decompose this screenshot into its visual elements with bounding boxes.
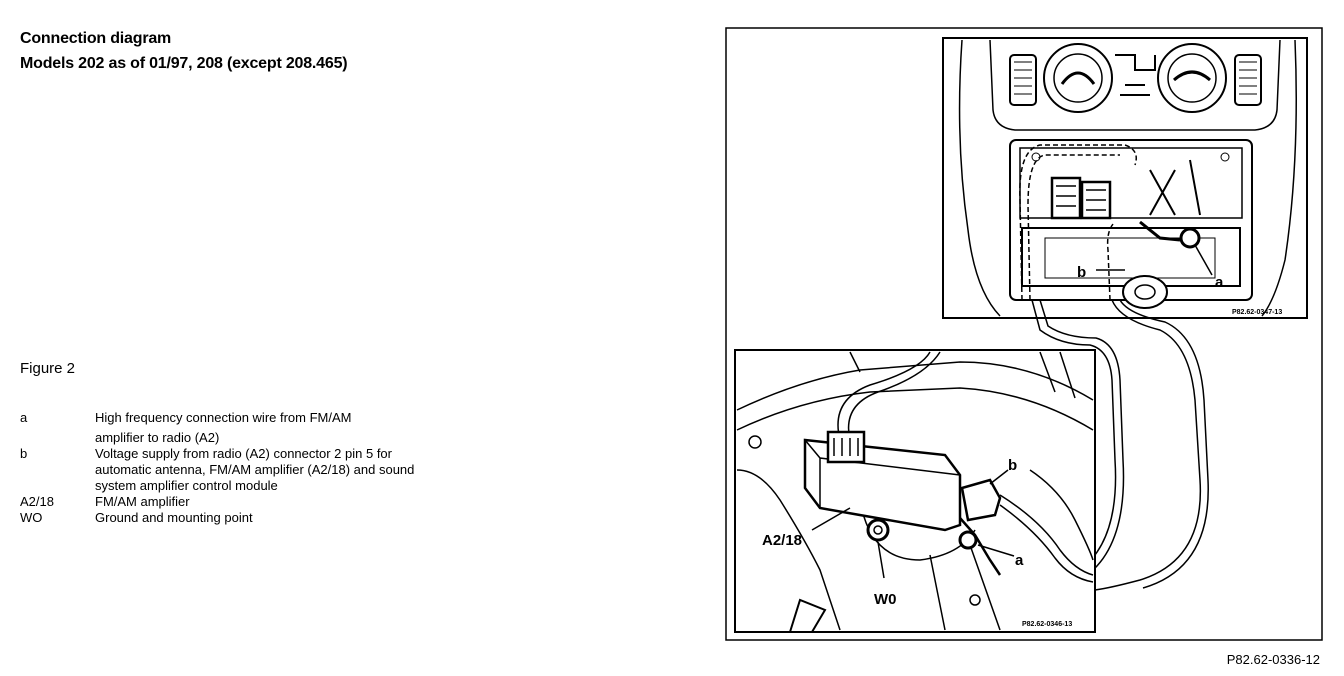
legend-line: automatic antenna, FM/AM amplifier (A2/1…: [95, 462, 415, 477]
legend-line: amplifier to radio (A2): [95, 430, 220, 445]
bottom-label-a: a: [1015, 552, 1024, 569]
label-a2-18: A2/18: [762, 532, 802, 549]
legend-line: system amplifier control module: [95, 478, 278, 493]
legend-key: WO: [20, 510, 43, 525]
legend-item-wo: WO Ground and mounting point: [20, 510, 475, 526]
legend-item-b: b Voltage supply from radio (A2) connect…: [20, 446, 475, 494]
legend-line: Voltage supply from radio (A2) connector…: [95, 446, 392, 461]
diagram-frame: [725, 27, 1323, 641]
legend-key: A2/18: [20, 494, 54, 509]
bottom-inset-ref-code: P82.62-0346-13: [1022, 621, 1072, 628]
legend-item-a: a High frequency connection wire from FM…: [20, 410, 475, 446]
top-inset: b a P82.62-0347-13: [942, 37, 1308, 319]
bottom-inset: A2/18 W0 b a P82.62-0346-13: [734, 349, 1096, 633]
voltage-connector-icon: [960, 478, 1002, 522]
models-subtitle: Models 202 as of 01/97, 208 (except 208.…: [20, 55, 348, 72]
left-vent-icon: [1009, 54, 1037, 106]
figure-label: Figure 2: [20, 360, 76, 377]
top-label-a: a: [1215, 274, 1224, 291]
bottom-label-b: b: [1008, 457, 1017, 474]
radio-connector-icon: [1050, 176, 1082, 220]
top-label-b: b: [1077, 264, 1086, 281]
legend-description: High frequency connection wire from FM/A…: [95, 410, 475, 446]
antenna-connector-icon: [958, 530, 978, 550]
legend-description: Voltage supply from radio (A2) connector…: [95, 446, 475, 494]
legend-key: b: [20, 446, 28, 461]
top-inset-ref-code: P82.62-0347-13: [1232, 309, 1282, 316]
diagram-title: Connection diagram: [20, 30, 172, 47]
label-w0: W0: [874, 591, 897, 608]
legend-item-a2-18: A2/18 FM/AM amplifier: [20, 494, 475, 510]
figure-reference-code: P82.62-0336-12: [1226, 652, 1320, 667]
ground-point-icon: [1179, 227, 1201, 249]
legend-description: FM/AM amplifier: [95, 494, 190, 509]
legend-description: Ground and mounting point: [95, 510, 253, 525]
legend-line: High frequency connection wire from FM/A…: [95, 410, 352, 425]
right-vent-icon: [1234, 54, 1262, 106]
legend: a High frequency connection wire from FM…: [20, 410, 475, 526]
legend-key: a: [20, 410, 28, 425]
